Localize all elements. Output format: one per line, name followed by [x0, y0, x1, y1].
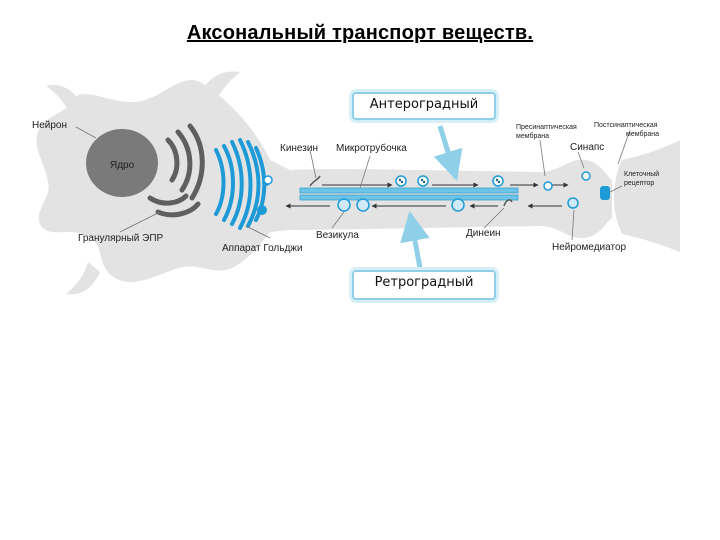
microtubule-upper [299, 187, 519, 194]
neuron-cell-body [36, 79, 612, 282]
slide-title: Аксональный транспорт веществ. [186, 22, 534, 44]
postsynaptic-label-2: мембрана [626, 130, 659, 138]
postsynaptic-cell [614, 140, 680, 252]
retrograde-callout: Ретроградный [352, 270, 496, 300]
vesicle [451, 198, 465, 212]
kinesin-motor [309, 175, 321, 187]
postsynaptic-label-1: Постсинаптическая [594, 122, 658, 129]
rough-er-label: Гранулярный ЭПР [78, 233, 164, 244]
retrograde-pointer [400, 211, 430, 269]
anterograde-callout: Антероградный [352, 92, 496, 120]
dendrite-branch [46, 84, 80, 110]
rough-er [147, 123, 205, 218]
vesicle [395, 175, 407, 187]
vesicle [337, 198, 351, 212]
dendrite-branch [205, 71, 240, 100]
vesicles-anterograde [263, 175, 504, 187]
kinesin-label: Кинезин [280, 143, 318, 154]
neurotransmitter-label: Нейромедиатор [552, 242, 627, 253]
cell-receptor [600, 186, 610, 200]
vesicle [417, 175, 429, 187]
golgi-label: Аппарат Гольджи [222, 243, 303, 254]
terminal-vesicles [543, 171, 591, 191]
neuron-label: Нейрон [32, 120, 67, 131]
vesicle [263, 175, 273, 185]
vesicles-retrograde [337, 197, 579, 212]
vesicle [356, 198, 370, 212]
microtubule-label: Микротрубочка [336, 142, 407, 154]
nucleus [86, 129, 158, 197]
synapse-label: Синапс [570, 142, 604, 153]
leader-lines [75, 126, 631, 241]
receptor-label-1: Клеточный [624, 170, 659, 178]
golgi-vesicle [257, 205, 267, 215]
microtubule-lower [299, 194, 519, 201]
anterograde-pointer [433, 125, 463, 181]
receptor-label-2: рецептор [624, 180, 654, 187]
nucleus-label: Ядро [110, 160, 135, 171]
presynaptic-label-2: мембрана [516, 132, 549, 140]
vesicle [567, 197, 579, 209]
vesicle-label: Везикула [316, 230, 359, 241]
dendrite-branch [66, 262, 100, 295]
vesicle [492, 175, 504, 187]
dynein-label: Динеин [466, 228, 501, 239]
presynaptic-label-1: Пресинаптическая [516, 124, 577, 131]
dynein-motor [503, 199, 513, 207]
